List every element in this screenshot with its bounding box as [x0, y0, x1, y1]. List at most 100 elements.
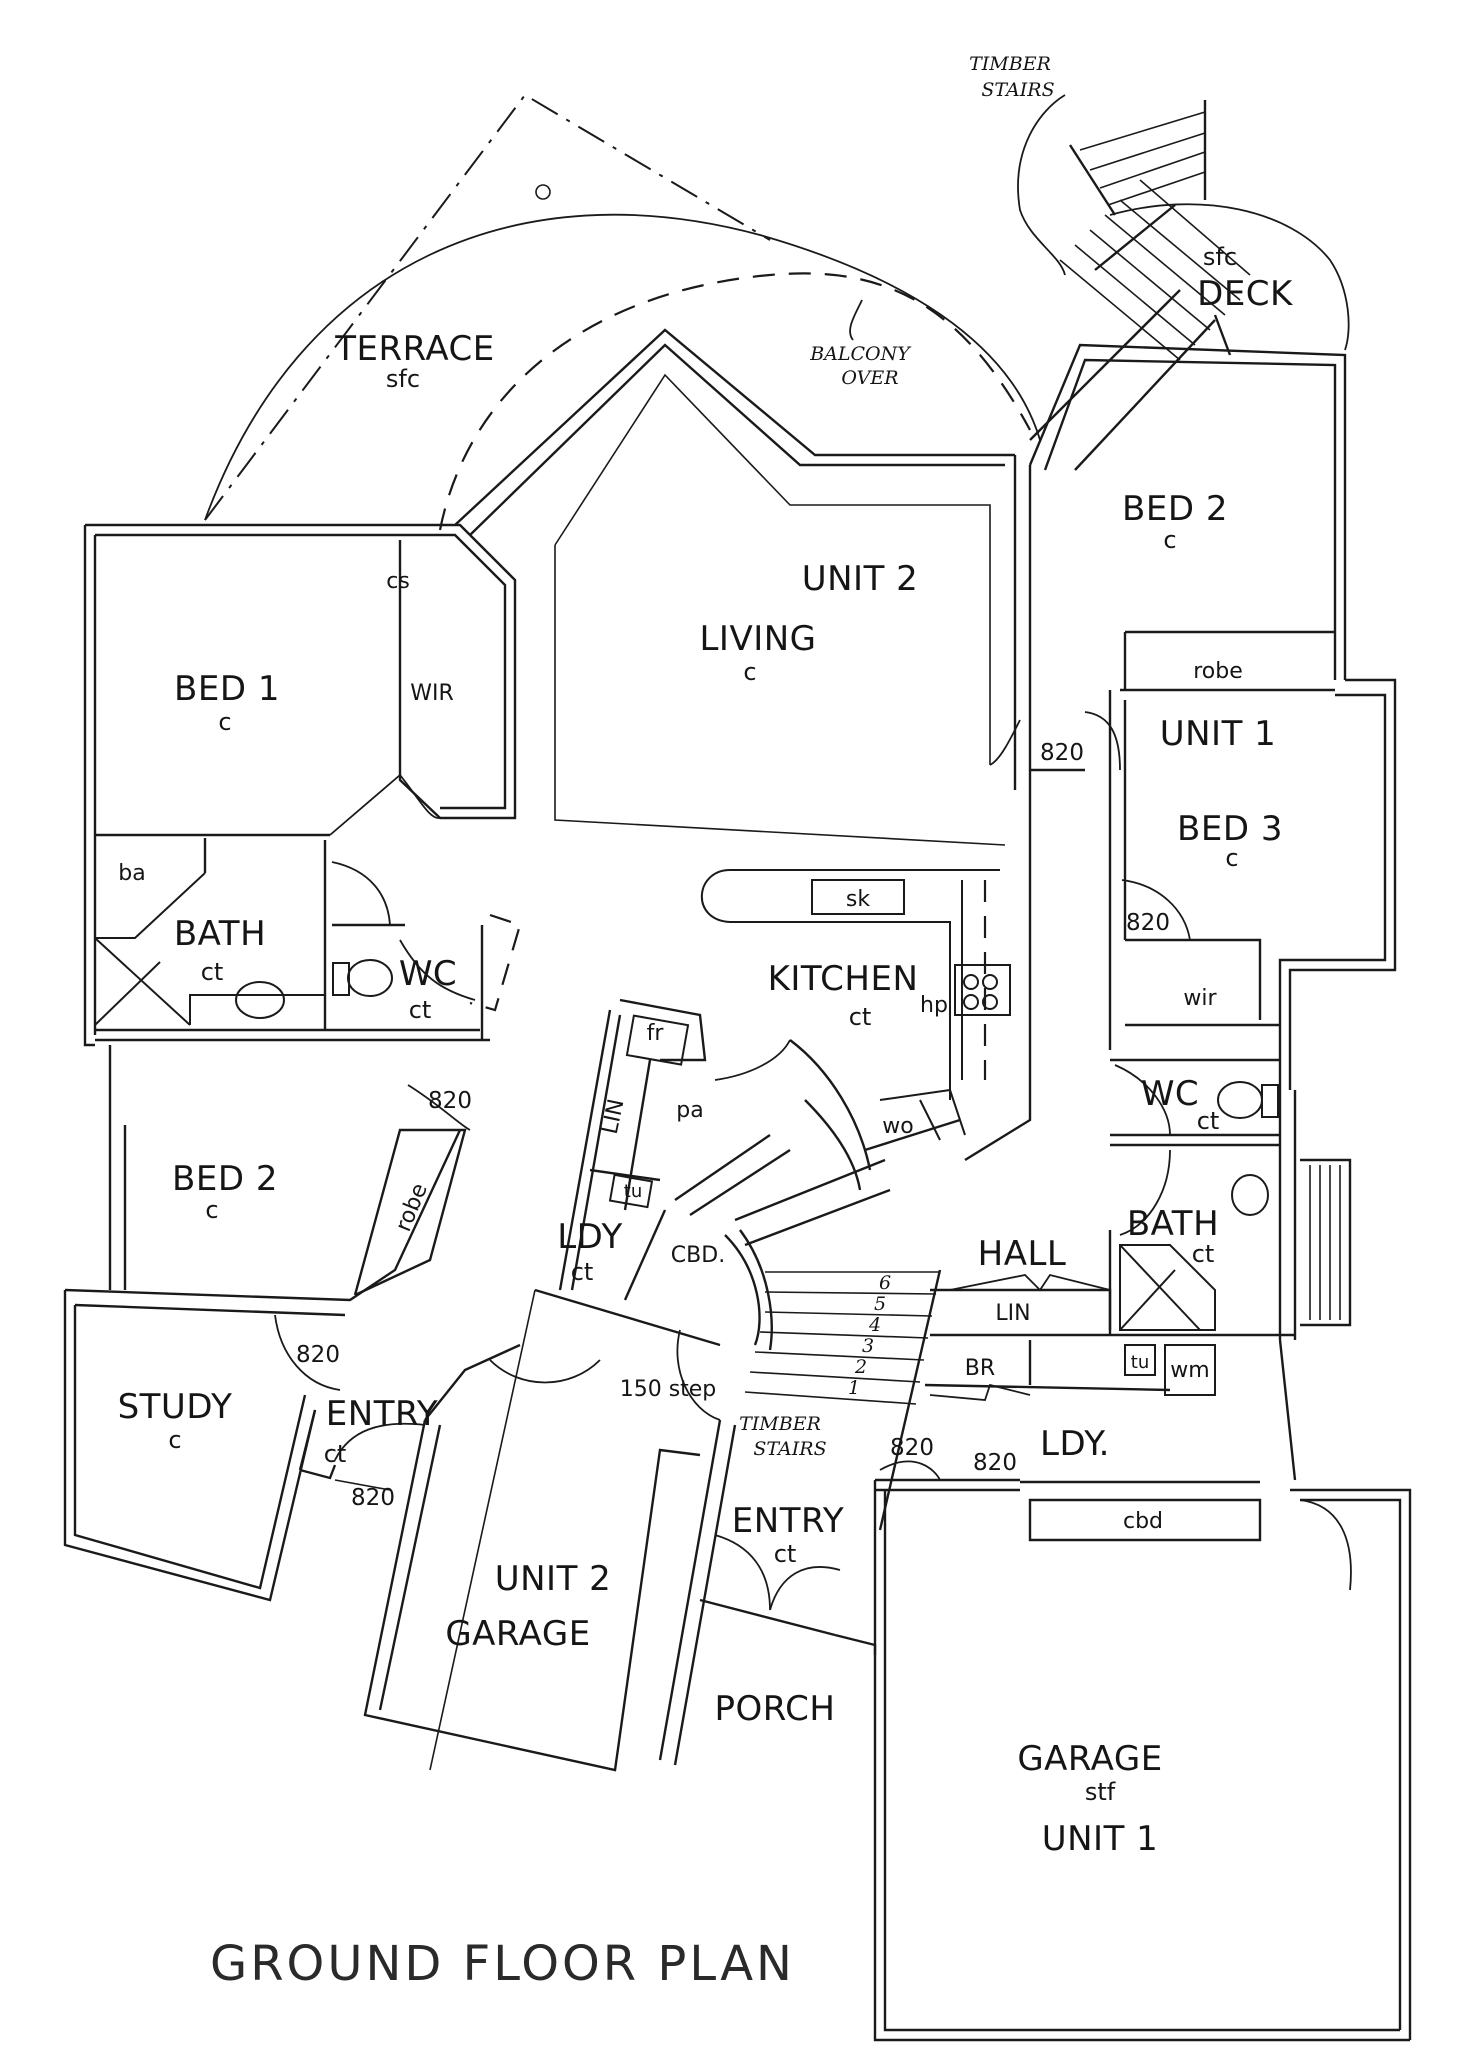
balcony-leader [849, 299, 863, 341]
linen-u2-label: LIN [598, 1097, 630, 1137]
bed3-label: BED 3 [1177, 809, 1283, 849]
hotplate-label: hp [920, 993, 948, 1018]
living-walls [454, 328, 1121, 1162]
bed2-u1-walls [1028, 343, 1347, 692]
timber-stairs-note-mid-l2: STAIRS [753, 1438, 826, 1460]
stair-number-4: 4 [868, 1314, 881, 1336]
cbd-u2-label: CBD. [671, 1243, 725, 1268]
garage-u1-finish: stf [1085, 1778, 1116, 1806]
tub-u2-label: tu [624, 1181, 642, 1202]
cs-label: cs [386, 569, 410, 594]
timber-stairs-leader-top [1017, 94, 1066, 276]
laundry-cluster-walls [558, 998, 791, 1301]
porch-label: PORCH [714, 1689, 835, 1729]
door-width-ldy-u1-b: 820 [973, 1450, 1017, 1476]
deck-finish: sfc [1203, 243, 1237, 271]
timber-stairs-note-top-l2: STAIRS [981, 79, 1054, 101]
bath-u2-finish: ct [201, 958, 224, 986]
wm-label: wm [1170, 1358, 1209, 1383]
bath-u1-finish: ct [1192, 1240, 1215, 1268]
terrace-finish: sfc [386, 365, 420, 393]
robe-u1-label: robe [1193, 659, 1243, 684]
bath-u2-label: BATH [174, 914, 266, 954]
wc-u2-finish: ct [409, 996, 432, 1024]
deck-label: DECK [1197, 274, 1294, 314]
robe-u2-label: robe [391, 1180, 433, 1235]
br-label: BR [965, 1356, 995, 1381]
living-label: LIVING [699, 619, 816, 659]
kitchen-label: KITCHEN [768, 959, 919, 999]
linen-u1-label: LIN [995, 1301, 1030, 1326]
kitchen-bench [700, 869, 1011, 1136]
balcony-over-note-l2: OVER [841, 367, 898, 389]
entry-u1-label: ENTRY [732, 1501, 844, 1541]
living-finish: c [743, 658, 756, 686]
wc-u1-label: WC [1141, 1074, 1199, 1114]
bed2-u2-finish: c [205, 1196, 218, 1224]
wall-oven-label: wo [882, 1114, 913, 1139]
entry-u1-walls [658, 1419, 941, 1766]
wc-bath-u1-walls [1108, 1058, 1297, 1340]
bath-u2-walls [94, 838, 522, 1042]
study-label: STUDY [118, 1387, 233, 1427]
fridge-label: fr [647, 1021, 665, 1046]
bed2-u1-finish: c [1163, 526, 1176, 554]
cbd-u1-label: cbd [1123, 1509, 1163, 1534]
side-steps [1300, 1158, 1352, 1327]
tub-u1-label: tu [1131, 1352, 1149, 1373]
hall-label: HALL [978, 1234, 1067, 1274]
kitchen-finish: ct [849, 1003, 872, 1031]
stair-number-5: 5 [874, 1293, 886, 1315]
stair-number-3: 3 [862, 1335, 874, 1357]
step-note: 150 step [620, 1377, 717, 1402]
upper-stair-treads [1068, 100, 1207, 216]
wir-u2-label: WIR [410, 681, 454, 706]
plan-title: GROUND FLOOR PLAN [210, 1936, 795, 1992]
bed1-walls [83, 523, 517, 1047]
stair-number-1: 1 [848, 1377, 860, 1399]
stair-number-2: 2 [854, 1356, 867, 1378]
wc-u1-finish: ct [1197, 1107, 1220, 1135]
bed3-finish: c [1225, 844, 1238, 872]
garage-u2-walls [363, 1288, 721, 1772]
terrace-label: TERRACE [334, 329, 495, 369]
deck-stair-treads [1059, 179, 1251, 361]
bed1-finish: c [218, 708, 231, 736]
curved-corridor [724, 1039, 961, 1351]
bath-u1-label: BATH [1127, 1204, 1219, 1244]
terrace-outline [204, 93, 1041, 531]
ldy-u1-label: LDY. [1040, 1424, 1110, 1464]
study-walls [63, 1290, 426, 1602]
deck-outline [1029, 203, 1350, 471]
timber-stairs-mid [676, 1269, 942, 1531]
pantry-label: pa [676, 1098, 703, 1123]
bed2-u2-label: BED 2 [172, 1159, 278, 1199]
ba-label: ba [118, 861, 145, 886]
bed2-u1-label: BED 2 [1122, 489, 1228, 529]
timber-stairs-note-mid-l1: TIMBER [739, 1413, 821, 1435]
bed3-walls [1108, 678, 1397, 1090]
garage-u1-unit: UNIT 1 [1042, 1819, 1159, 1859]
door-width-ldy-u1-a: 820 [890, 1435, 934, 1461]
timber-stairs-note-top-l1: TIMBER [969, 53, 1051, 75]
garage-u1-label: GARAGE [1017, 1739, 1162, 1779]
garage-u1-walls [873, 1339, 1412, 2042]
garage-u2-unit: UNIT 2 [495, 1559, 612, 1599]
wir-u1-label: wir [1183, 986, 1217, 1011]
garage-u2-label: GARAGE [445, 1614, 590, 1654]
balcony-over-note-l1: BALCONY [809, 343, 912, 365]
sink-label: sk [846, 887, 870, 912]
entry-u1-finish: ct [774, 1540, 797, 1568]
study-finish: c [168, 1426, 181, 1454]
entry-u2-finish: ct [324, 1440, 347, 1468]
door-width-bed2-u2: 820 [428, 1088, 472, 1114]
door-width-entry-u2: 820 [351, 1485, 395, 1511]
door-width-study: 820 [296, 1342, 340, 1368]
bed1-label: BED 1 [174, 669, 280, 709]
ldy-u2-finish: ct [571, 1258, 594, 1286]
wc-u2-label: WC [399, 954, 457, 994]
door-width-hall-u1: 820 [1040, 740, 1084, 766]
bed2-u2-walls [64, 1045, 471, 1317]
living-unit-label: UNIT 2 [802, 559, 919, 599]
